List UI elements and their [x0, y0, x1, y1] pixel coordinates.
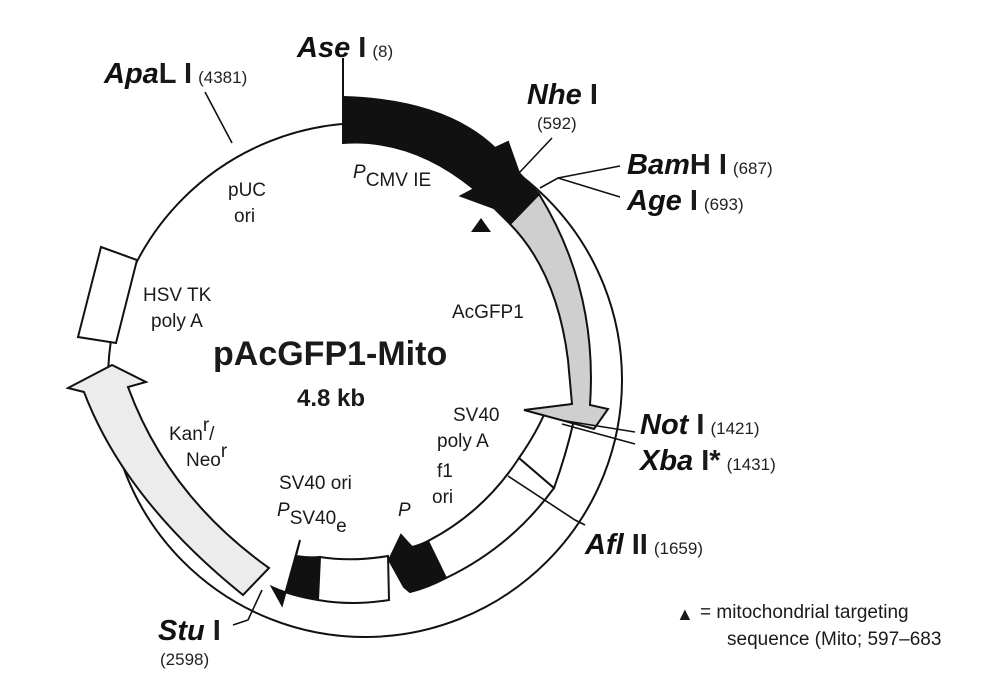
legend-line-2: sequence (Mito; 597–683 [727, 629, 941, 650]
not-leader [559, 419, 636, 433]
hsv-tk-polya-box [76, 245, 139, 345]
label-psv40e: PSV40e [277, 500, 347, 537]
label-acgfp1: AcGFP1 [452, 302, 524, 323]
site-ase: Ase I(8) [296, 32, 393, 64]
label-neo: Neor [186, 441, 228, 471]
stu-leader [232, 589, 263, 626]
label-pcmv: PCMV IE [353, 162, 431, 191]
legend-marker-icon: ▲ [676, 604, 694, 624]
psv40-promoter-arrow [269, 539, 322, 608]
label-puc-2: ori [234, 206, 255, 227]
label-sv40polya-2: poly A [437, 431, 489, 452]
site-not: Not I(1421) [640, 409, 760, 441]
label-f1-1: f1 [437, 461, 453, 482]
acgfp1-arrow [508, 192, 610, 431]
site-stu: Stu I [158, 615, 221, 647]
site-afl: Afl II(1659) [584, 529, 703, 561]
site-age: Age I(693) [626, 185, 744, 217]
site-xba: Xba I*(1431) [638, 445, 776, 477]
label-sv40polya-1: SV40 [453, 405, 499, 426]
label-hsv-2: poly A [151, 311, 203, 332]
apal-leader [204, 91, 233, 144]
site-stu-pos: (2598) [160, 650, 209, 669]
site-nhe-pos: (592) [537, 114, 577, 133]
mito-triangle-marker [471, 218, 491, 232]
nhe-leader [518, 137, 553, 174]
plasmid-name: pAcGFP1-Mito [213, 335, 447, 373]
site-nhe: Nhe I [527, 79, 598, 111]
plasmid-size: 4.8 kb [297, 385, 365, 412]
label-p-small: P [398, 500, 411, 521]
label-hsv-1: HSV TK [143, 285, 212, 306]
site-bamh: BamH I(687) [627, 149, 773, 181]
afl-leader [507, 475, 586, 526]
legend-line-1: = mitochondrial targeting [700, 602, 909, 623]
kan-neo-arrow [65, 363, 271, 597]
pcmv-ie-arrow [342, 95, 521, 210]
label-puc-1: pUC [228, 180, 266, 201]
label-f1-2: ori [432, 487, 453, 508]
xba-leader [561, 423, 636, 445]
label-sv40ori: SV40 ori [279, 473, 352, 494]
sv40-ori-box [316, 554, 391, 604]
label-kan: Kanr/ [169, 415, 215, 445]
age-leader [557, 177, 621, 198]
site-apal: ApaL I(4381) [103, 58, 247, 90]
